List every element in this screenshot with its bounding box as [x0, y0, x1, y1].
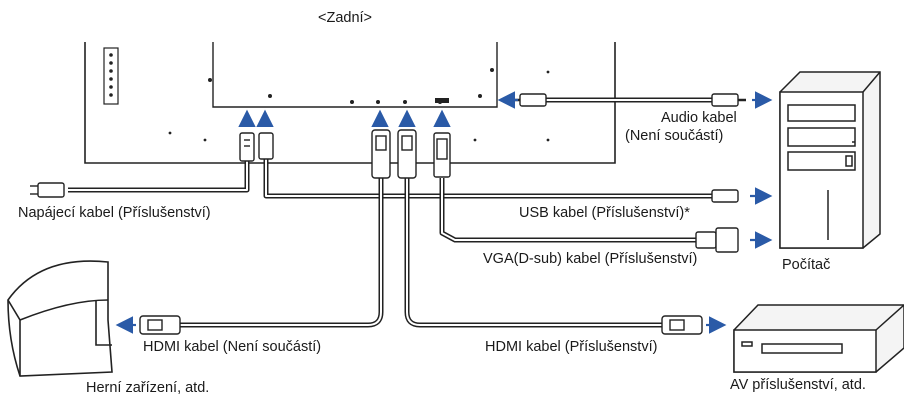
av-device-label: AV příslušenství, atd. — [730, 377, 866, 393]
view-label: <Zadní> — [318, 10, 373, 26]
hdmi-game-cable-label: HDMI kabel (Není součástí) — [143, 339, 322, 355]
audio-cable-label: Audio kabel — [661, 110, 737, 126]
port-arrows — [238, 109, 451, 128]
av-device-icon — [733, 304, 904, 373]
game-device-label: Herní zařízení, atd. — [86, 380, 210, 396]
hdmi-av-cable-label: HDMI kabel (Příslušenství) — [485, 339, 658, 355]
cables — [68, 97, 715, 328]
vga-cable-label: VGA(D-sub) kabel (Příslušenství) — [483, 251, 698, 267]
power-cable-label: Napájecí kabel (Příslušenství) — [18, 205, 211, 221]
audio-cable-note: (Není součástí) — [625, 128, 724, 144]
connectors — [30, 93, 746, 335]
computer-label: Počítač — [782, 257, 831, 273]
direction-arrows — [115, 91, 773, 334]
computer-icon — [779, 71, 881, 249]
game-device-icon — [7, 260, 113, 377]
usb-cable-label: USB kabel (Příslušenství)* — [519, 205, 690, 221]
